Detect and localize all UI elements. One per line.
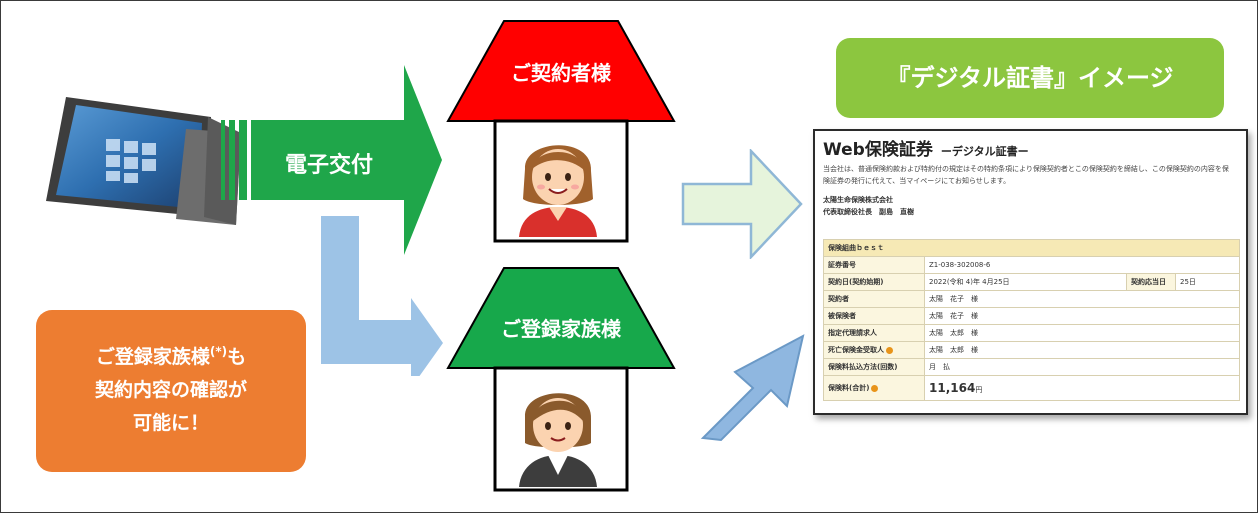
digital-certificate-caption: 『デジタル証書』イメージ — [836, 38, 1224, 118]
family-access-callout: ご登録家族様(*)も 契約内容の確認が 可能に！ — [36, 310, 306, 472]
contractor-to-document-arrow — [681, 149, 803, 259]
contractor-label: ご契約者様 — [511, 61, 611, 85]
contractor-person-icon — [519, 145, 597, 237]
electronic-delivery-arrow — [221, 65, 442, 255]
table-row: 証券番号 Z1-038-302008-6 — [823, 256, 1240, 274]
doc-intro-line-1: 当会社は、普通保険約款および特約付の規定はその特約条項により保険契約者とこの保険… — [823, 165, 1229, 173]
callout-line-2: 契約内容の確認が — [94, 379, 247, 401]
family-person-icon — [519, 393, 597, 487]
family-share-arrow — [321, 216, 443, 376]
table-row: 指定代理請求人 太陽 太郎 様 — [823, 324, 1240, 342]
table-row: 契約者 太陽 花子 様 — [823, 290, 1240, 308]
doc-product-name: 保険組曲ｂｅｓｔ — [823, 239, 1240, 257]
electronic-delivery-label: 電子交付 — [284, 153, 373, 178]
table-row: 被保険者 太陽 花子 様 — [823, 307, 1240, 325]
table-row: 死亡保険金受取人 太陽 太郎 様 — [823, 341, 1240, 359]
info-icon — [871, 384, 879, 392]
family-label: ご登録家族様 — [501, 317, 621, 341]
table-row: 保険料(合計) 11,164円 — [823, 375, 1240, 401]
doc-policy-table: 保険組曲ｂｅｓｔ 証券番号 Z1-038-302008-6 契約日(契約始期) … — [823, 239, 1240, 401]
family-to-document-arrow — [700, 334, 805, 442]
doc-company-name: 太陽生命保険株式会社 — [823, 196, 893, 204]
digital-certificate-document: Web保険証券ーデジタル証書ー 当会社は、普通保険約款および特約付の規定はその特… — [813, 129, 1248, 415]
callout-line-1: ご登録家族様(*)も — [95, 344, 247, 368]
callout-line-3: 可能に！ — [132, 412, 209, 434]
family-house — [446, 267, 676, 492]
doc-intro-line-2: 険証券の発行に代えて、当マイページにてお知らせします。 — [823, 177, 1011, 185]
info-icon — [886, 346, 893, 354]
table-row: 契約日(契約始期) 2022(令和 4)年 4月25日 契約応当日 25日 — [823, 273, 1240, 291]
doc-company-rep: 代表取締役社長 副島 直樹 — [823, 208, 914, 216]
table-row: 保険料払込方法(回数) 月 払 — [823, 358, 1240, 376]
doc-title: Web保険証券ーデジタル証書ー — [823, 140, 1029, 160]
